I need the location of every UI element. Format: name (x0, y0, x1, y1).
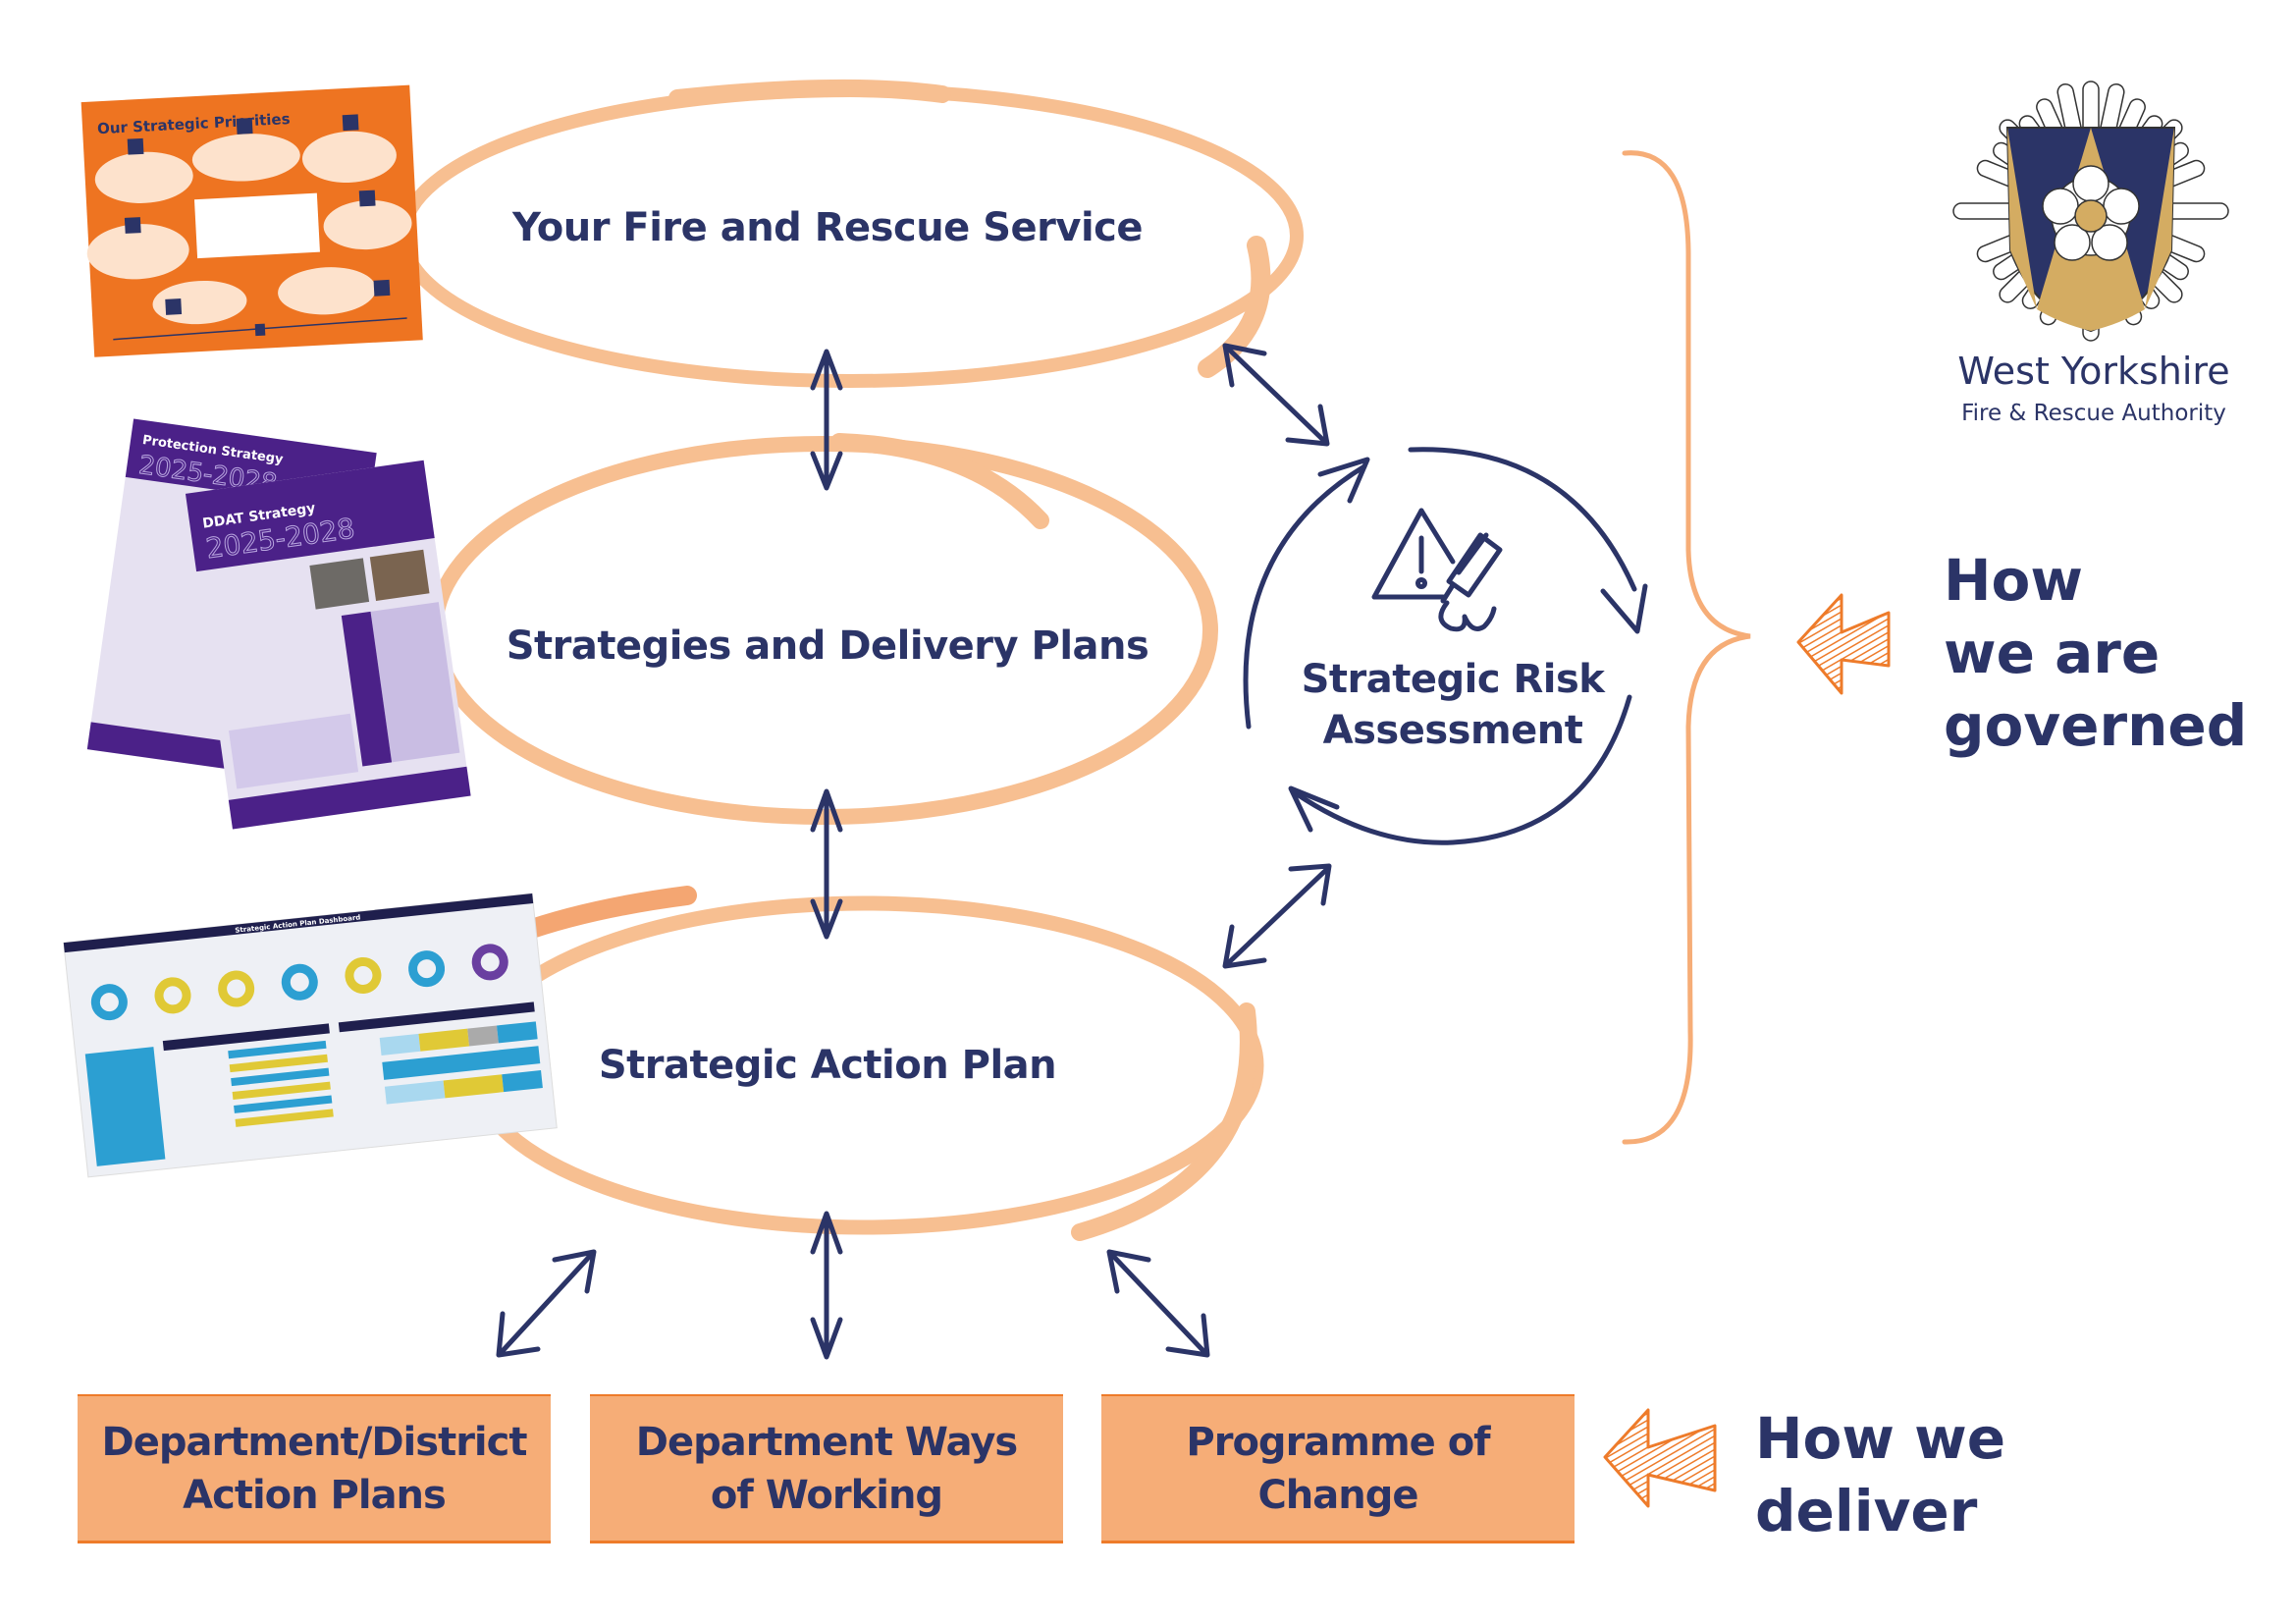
delivery-box-label: Programme of Change (1186, 1419, 1490, 1518)
arrow-top-to-middle (810, 349, 843, 491)
fire-rescue-crest-logo (1952, 81, 2229, 342)
how-we-are-governed-label: How we are governed (1944, 547, 2248, 759)
white-rose-icon (2042, 165, 2140, 261)
arrow-top-to-risk (1222, 343, 1330, 447)
warning-pencil-icon (1371, 508, 1503, 632)
logo-title: West Yorkshire (1957, 350, 2230, 393)
delivery-box-department-ways-of-working: Department Ways of Working (590, 1394, 1063, 1543)
hatched-arrow-governed-icon (1796, 593, 1891, 695)
risk-label-line1: Strategic Risk (1301, 657, 1605, 702)
how-we-deliver-label: How we deliver (1755, 1405, 2006, 1544)
cycle-arrow-right (1293, 694, 1632, 845)
cycle-arrow-top (1408, 447, 1637, 592)
ellipse-label-strategies-and-delivery-plans: Strategies and Delivery Plans (506, 623, 1149, 669)
delivery-box-label: Department Ways of Working (635, 1419, 1018, 1518)
delivery-box-label: Department/District Action Plans (101, 1419, 528, 1518)
cycle-arrow-left (1243, 463, 1367, 730)
arrow-bottom-to-ways-of-working (810, 1211, 843, 1360)
arrow-bottom-to-programme-of-change (1106, 1249, 1210, 1358)
cycle-arrowhead-right (1600, 583, 1648, 634)
risk-assessment-label: Strategic Risk Assessment (1302, 654, 1605, 756)
delivery-box-programme-of-change: Programme of Change (1101, 1394, 1575, 1543)
delivery-box-department-district-action-plans: Department/District Action Plans (78, 1394, 551, 1543)
arrow-middle-to-bottom (810, 788, 843, 940)
thumbnail-action-plan-dashboard: Strategic Action Plan Dashboard (63, 893, 558, 1178)
thumbnail-ddat-strategy: DDAT Strategy 2025-2028 (185, 460, 471, 830)
governance-brace (1622, 150, 1751, 1145)
logo-subtitle: Fire & Rescue Authority (1961, 401, 2226, 426)
cycle-arrowhead-top (1317, 457, 1370, 504)
arrow-bottom-to-dept-district (496, 1249, 597, 1358)
risk-label-line2: Assessment (1322, 708, 1583, 753)
arrow-risk-to-bottom (1222, 863, 1332, 969)
thumbnail-strategic-priorities: Our Strategic Priorities (80, 84, 423, 357)
hatched-arrow-deliver-icon (1603, 1408, 1717, 1508)
risk-cycle (1243, 447, 1648, 845)
cycle-arrowhead-bottom (1288, 785, 1340, 833)
ellipse-label-your-fire-and-rescue-service: Your Fire and Rescue Service (511, 205, 1144, 250)
ellipse-label-strategic-action-plan: Strategic Action Plan (598, 1043, 1057, 1088)
